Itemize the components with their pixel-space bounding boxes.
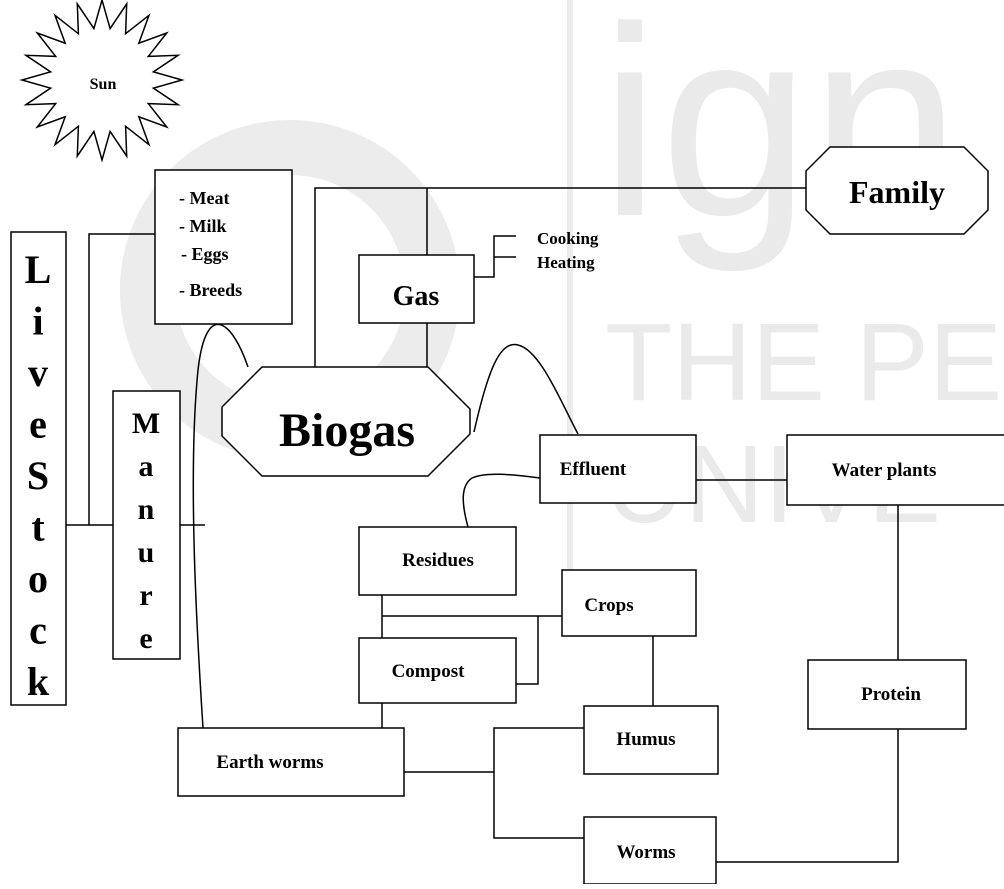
product-eggs: - Eggs: [181, 244, 229, 264]
connector-biogas-effluent-curve: [473, 343, 579, 435]
crops-box: [561, 569, 697, 637]
worms-box: [583, 816, 717, 885]
family-node: Family: [805, 146, 989, 235]
gas-box: [358, 254, 475, 324]
biogas-label: Biogas: [279, 404, 415, 457]
watermark-line-1: THE PEO: [605, 301, 1004, 424]
products-box: [154, 169, 293, 325]
livestock-letter-0: L: [25, 247, 52, 292]
residues-node: Residues: [358, 526, 517, 596]
protein-label: Protein: [861, 684, 921, 705]
compost-box: [358, 637, 517, 704]
livestock-letter-1: i: [32, 299, 43, 344]
product-meat: - Meat: [179, 188, 229, 208]
sun-label: Sun: [90, 76, 117, 93]
manure-letter-1: a: [139, 450, 154, 483]
connector-effluent-residues-curve: [462, 473, 541, 528]
livestock-letter-4: S: [27, 453, 49, 498]
earth-worms-box: [177, 727, 405, 797]
worms-label: Worms: [616, 842, 675, 863]
connector-products-livestock: [88, 233, 155, 525]
water-plants-label: Water plants: [832, 460, 937, 481]
sun-node: Sun: [19, 0, 185, 163]
livestock-letter-5: t: [31, 505, 45, 550]
gas-use-heating: Heating: [537, 253, 595, 272]
connector-protein-worms: [716, 729, 899, 863]
livestock-letter-3: e: [29, 402, 47, 447]
residues-box: [358, 526, 517, 596]
manure-letter-0: M: [132, 407, 160, 440]
humus-label: Humus: [616, 729, 675, 750]
protein-box: [807, 659, 967, 730]
water-plants-box: [786, 434, 1004, 506]
worms-node: Worms: [583, 816, 717, 885]
gas-node: Gas: [358, 254, 475, 324]
effluent-box: [539, 434, 697, 504]
connector-compost-crops: [516, 616, 539, 685]
product-milk: - Milk: [179, 216, 227, 236]
effluent-node: Effluent: [539, 434, 697, 504]
family-shape: [805, 146, 989, 235]
earth-worms-node: Earth worms: [177, 727, 405, 797]
biogas-node: Biogas: [221, 366, 471, 477]
gas-label: Gas: [393, 281, 440, 312]
products-node: - Meat - Milk - Eggs - Breeds: [154, 169, 293, 325]
livestock-letter-2: v: [28, 350, 48, 395]
manure-letter-5: e: [139, 622, 152, 655]
residues-label: Residues: [402, 550, 474, 571]
manure-box: [112, 390, 181, 660]
protein-node: Protein: [807, 659, 967, 730]
sun-star-shape: [19, 0, 185, 163]
water-plants-node: Water plants: [786, 434, 1004, 506]
livestock-letter-8: k: [27, 659, 50, 704]
effluent-label: Effluent: [560, 459, 627, 480]
crops-label: Crops: [584, 595, 633, 616]
humus-node: Humus: [583, 705, 719, 775]
humus-box: [583, 705, 719, 775]
compost-label: Compost: [392, 661, 466, 682]
compost-node: Compost: [358, 637, 517, 704]
family-label: Family: [849, 174, 945, 210]
connector-earthworms-biogas-curve: [192, 323, 249, 729]
biogas-shape: [221, 366, 471, 477]
connector-branch-humus-worms: [493, 727, 584, 839]
crops-node: Crops: [561, 569, 697, 637]
gas-use-cooking: Cooking: [537, 229, 599, 248]
product-breeds: - Breeds: [179, 280, 242, 300]
connector-biogas-family: [314, 187, 808, 367]
livestock-letter-6: o: [28, 556, 48, 601]
earth-worms-label: Earth worms: [216, 752, 323, 773]
connectors: [66, 187, 899, 863]
manure-letter-4: r: [139, 579, 152, 612]
watermark-divider: [567, 0, 573, 610]
manure-letter-2: n: [138, 493, 155, 526]
livestock-letter-7: c: [29, 608, 47, 653]
livestock-box: [10, 231, 67, 706]
manure-letter-3: u: [138, 536, 155, 569]
